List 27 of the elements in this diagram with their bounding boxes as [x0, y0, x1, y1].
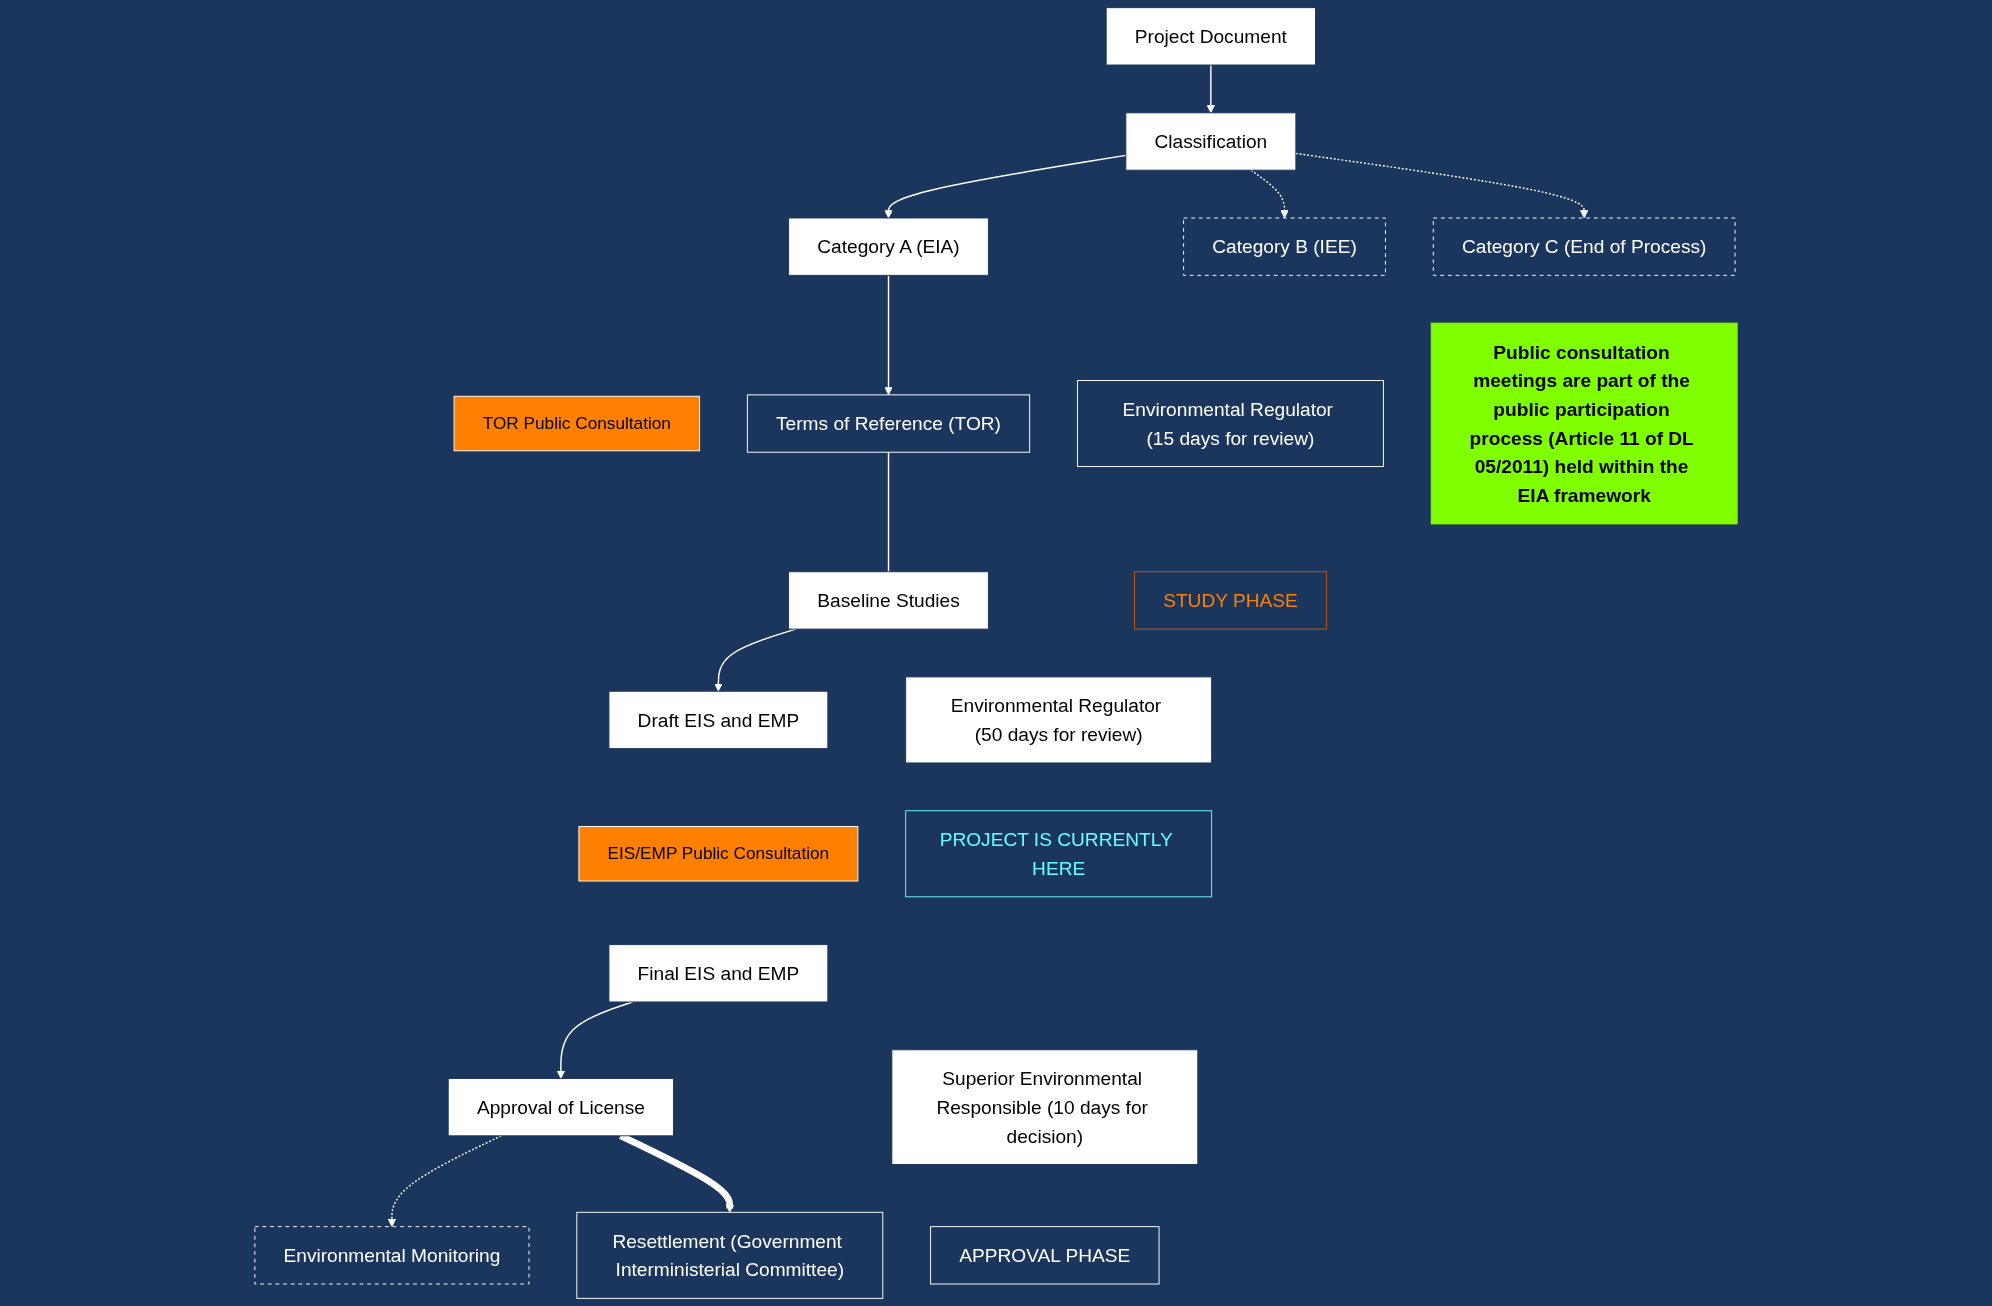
node-box — [746, 394, 1031, 453]
connector — [887, 451, 890, 573]
arrow — [1206, 64, 1216, 114]
node-box — [788, 217, 989, 276]
arrow — [387, 1135, 502, 1228]
node-box — [576, 1211, 884, 1299]
node-box — [608, 944, 829, 1003]
node-box — [1077, 380, 1384, 468]
node-box — [1125, 112, 1297, 171]
node-box — [1430, 322, 1738, 525]
node-box — [905, 810, 1213, 898]
node-box — [578, 826, 859, 882]
node-box — [453, 395, 701, 452]
node-box — [788, 571, 989, 630]
node-box — [1183, 217, 1386, 276]
node-box — [1133, 571, 1327, 630]
node-box — [930, 1226, 1160, 1285]
node-box — [891, 1049, 1199, 1165]
node-box — [447, 1077, 674, 1137]
node-box — [905, 676, 1213, 764]
node-box — [608, 690, 829, 750]
arrow — [1295, 152, 1589, 219]
node-box — [1432, 217, 1736, 276]
arrow — [884, 154, 1127, 219]
node-box — [1105, 7, 1316, 66]
node-box — [254, 1226, 530, 1285]
arrow — [884, 274, 893, 396]
